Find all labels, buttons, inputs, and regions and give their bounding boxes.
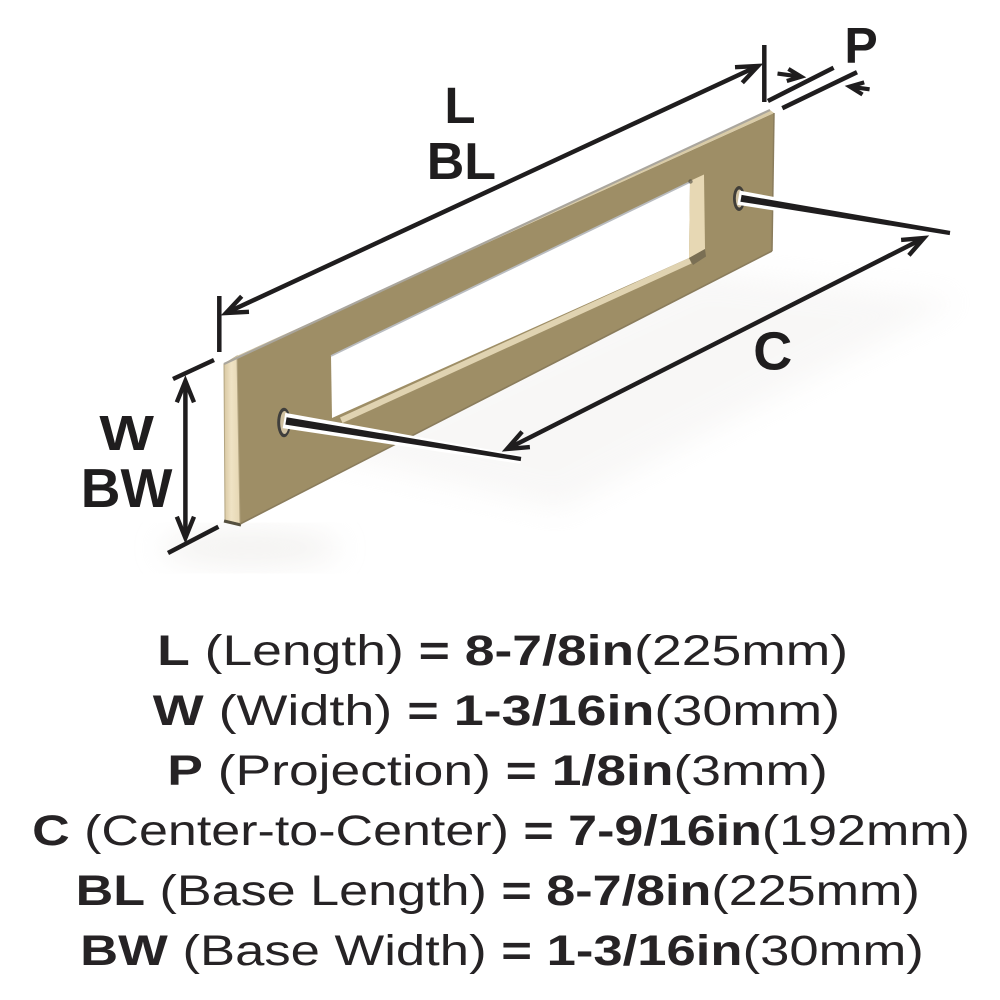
svg-text:C (Center-to-Center) = 7-9/16i: C (Center-to-Center) = 7-9/16in(192mm): [32, 807, 970, 854]
svg-text:C: C: [753, 322, 792, 382]
svg-text:BL (Base Length) = 8-7/8in(225: BL (Base Length) = 8-7/8in(225mm): [76, 867, 920, 914]
svg-text:BL: BL: [427, 133, 496, 191]
svg-text:W (Width) = 1-3/16in(30mm): W (Width) = 1-3/16in(30mm): [153, 687, 840, 734]
svg-text:P: P: [844, 17, 877, 73]
svg-text:W: W: [99, 406, 154, 461]
svg-text:BW (Base Width) = 1-3/16in(30m: BW (Base Width) = 1-3/16in(30mm): [80, 927, 924, 974]
svg-text:P (Projection) = 1/8in(3mm): P (Projection) = 1/8in(3mm): [167, 747, 828, 795]
svg-text:L: L: [444, 77, 475, 134]
svg-text:BW: BW: [81, 457, 173, 519]
svg-text:L (Length) = 8-7/8in(225mm): L (Length) = 8-7/8in(225mm): [157, 627, 848, 675]
